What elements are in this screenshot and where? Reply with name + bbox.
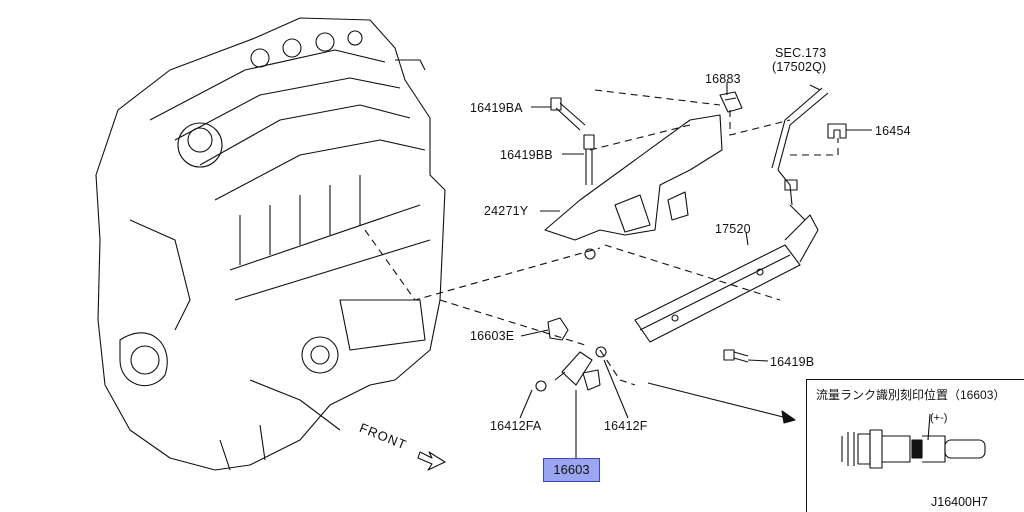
label-16603E: 16603E bbox=[470, 329, 515, 343]
label-16454: 16454 bbox=[875, 124, 911, 138]
label-16883: 16883 bbox=[705, 72, 741, 86]
inset-title: 流量ランク識別刻印位置（16603） bbox=[816, 388, 1006, 402]
label-24271Y: 24271Y bbox=[484, 204, 529, 218]
detail-inset bbox=[806, 379, 1024, 512]
label-leaders bbox=[519, 82, 872, 458]
label-16419BB: 16419BB bbox=[500, 148, 553, 162]
engine-block-illustration bbox=[95, 17, 446, 471]
clip-16603E bbox=[547, 317, 569, 341]
bolt-16419BB bbox=[583, 134, 595, 185]
label-sec-173: SEC.173 bbox=[775, 46, 827, 60]
label-16412FA: 16412FA bbox=[490, 419, 542, 433]
callout-arrowhead bbox=[781, 410, 796, 424]
dashed-leaders bbox=[364, 89, 839, 386]
o-ring-16412FA bbox=[535, 380, 547, 392]
label-16419BA: 16419BA bbox=[470, 101, 523, 115]
fuel-tube-sec173 bbox=[771, 87, 829, 221]
clip-16883 bbox=[719, 91, 743, 113]
injector-16603 bbox=[554, 351, 601, 391]
label-16419B: 16419B bbox=[770, 355, 815, 369]
clip-16454 bbox=[827, 123, 847, 139]
inset-mark: (+-) bbox=[930, 412, 948, 424]
inset-injector bbox=[841, 413, 986, 469]
front-arrow bbox=[417, 451, 446, 471]
protector-24271Y bbox=[544, 114, 723, 241]
bolt-16419BA bbox=[550, 97, 586, 131]
highlighted-part-16603[interactable]: 16603 bbox=[543, 458, 600, 482]
diagram-code: J16400H7 bbox=[931, 495, 988, 509]
callout-arrow bbox=[647, 382, 796, 421]
label-16412F: 16412F bbox=[604, 419, 648, 433]
washer bbox=[584, 248, 596, 260]
o-ring-16412F bbox=[595, 346, 607, 358]
fuel-rail-17520 bbox=[634, 214, 819, 343]
bolt-16419B bbox=[723, 349, 749, 363]
label-sec-173-sub: (17502Q) bbox=[772, 60, 827, 74]
label-17520: 17520 bbox=[715, 222, 751, 236]
